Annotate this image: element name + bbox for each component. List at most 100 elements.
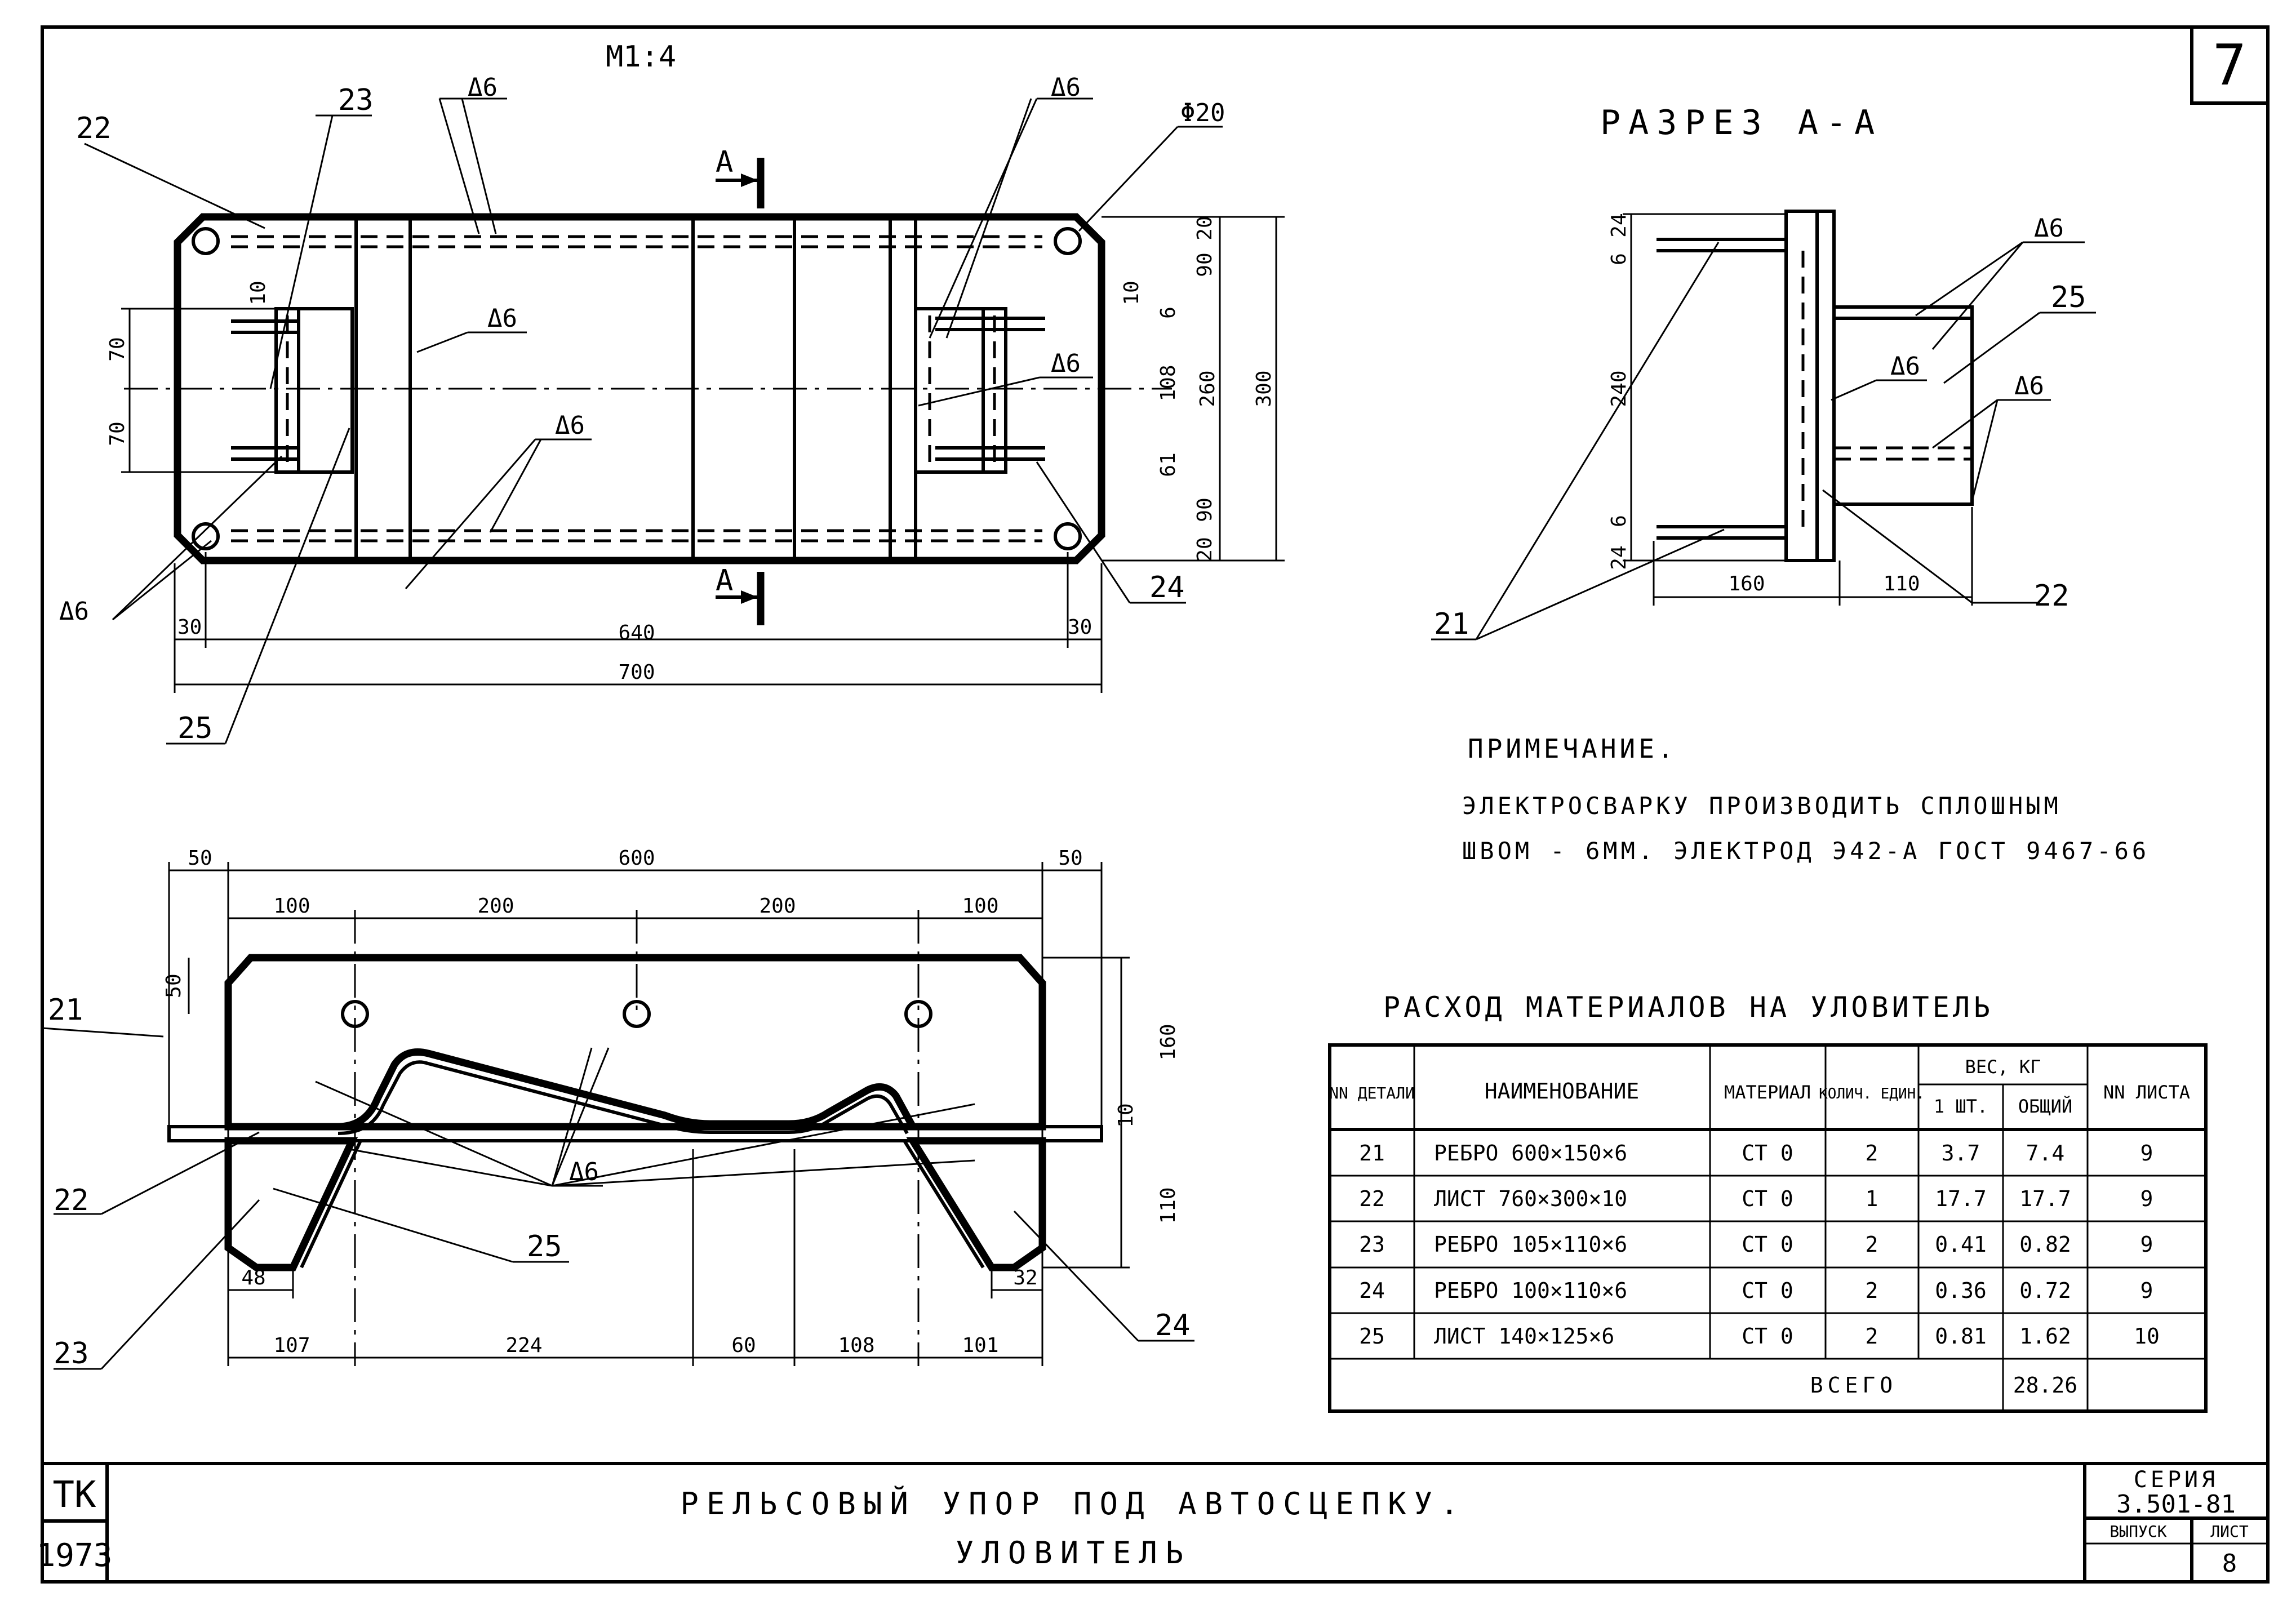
dim-200: 200 xyxy=(477,895,514,918)
col-header-nn: NN ДЕТАЛИ xyxy=(1329,1084,1415,1102)
elevation-view: 50 600 50 100 200 200 100 48 32 xyxy=(42,847,1194,1371)
part-label-23: 23 xyxy=(338,83,374,117)
table-row: 21 РЕБРО 600×150×6 СТ 0 2 3.7 7.4 9 xyxy=(1359,1141,2153,1166)
dim-48: 48 xyxy=(241,1266,265,1289)
dim-50: 50 xyxy=(188,847,212,870)
section-a-a: РАЗРЕЗ А-А 24 6 240 6 24 160 110 21 2 xyxy=(1431,103,2096,641)
dim-200: 200 xyxy=(759,895,796,918)
part-label-25: 25 xyxy=(2051,281,2086,314)
table-row: 22 ЛИСТ 760×300×10 СТ 0 1 17.7 17.7 9 xyxy=(1359,1186,2153,1211)
dim-6: 6 xyxy=(1157,306,1180,319)
cell-qty: 2 xyxy=(1866,1141,1878,1166)
dim-224: 224 xyxy=(505,1334,542,1357)
cell-name: РЕБРО 105×110×6 xyxy=(1434,1232,1627,1257)
note-block: ПРИМЕЧАНИЕ. ЭЛЕКТРОСВАРКУ ПРОИЗВОДИТЬ СП… xyxy=(1462,733,2150,865)
cell-w1: 3.7 xyxy=(1942,1141,1980,1166)
title-line-2: УЛОВИТЕЛЬ xyxy=(956,1535,1192,1571)
cell-sheet: 9 xyxy=(2140,1232,2153,1257)
dim-24: 24 xyxy=(1607,545,1631,570)
cell-name: РЕБРО 600×150×6 xyxy=(1434,1141,1627,1166)
weld-label: Δ6 xyxy=(487,304,517,333)
series-label: СЕРИЯ xyxy=(2134,1467,2218,1493)
title-code: ТК xyxy=(52,1474,96,1516)
total-label: ВСЕГО xyxy=(1810,1373,1897,1398)
dim-700: 700 xyxy=(618,661,655,684)
dim-90: 90 xyxy=(1193,497,1216,522)
table-row: 25 ЛИСТ 140×125×6 СТ 0 2 0.81 1.62 10 xyxy=(1359,1324,2160,1349)
part-label-23: 23 xyxy=(54,1337,89,1371)
col-header-w1: 1 ШТ. xyxy=(1934,1096,1988,1117)
dim-90: 90 xyxy=(1193,252,1216,277)
hole-mark xyxy=(192,522,220,550)
issue-label: ВЫПУСК xyxy=(2110,1522,2166,1541)
dim-260: 260 xyxy=(1196,370,1219,407)
dim-70: 70 xyxy=(106,421,129,446)
table-row: 23 РЕБРО 105×110×6 СТ 0 2 0.41 0.82 9 xyxy=(1359,1232,2153,1257)
cell-name: ЛИСТ 140×125×6 xyxy=(1434,1324,1614,1349)
col-header-name: НАИМЕНОВАНИЕ xyxy=(1485,1079,1640,1104)
cell-qty: 2 xyxy=(1866,1278,1878,1303)
note-line-2: ШВОМ - 6ММ. ЭЛЕКТРОД Э42-А ГОСТ 9467-66 xyxy=(1462,837,2150,865)
table-row: 24 РЕБРО 100×110×6 СТ 0 2 0.36 0.72 9 xyxy=(1359,1278,2153,1303)
dim-6: 6 xyxy=(1607,253,1631,265)
dim-160: 160 xyxy=(1728,572,1765,595)
dim-107: 107 xyxy=(273,1334,310,1357)
dim-20: 20 xyxy=(1193,216,1216,240)
part-label-24: 24 xyxy=(1149,571,1185,604)
dim-70: 70 xyxy=(106,337,129,361)
cell-w1: 17.7 xyxy=(1935,1186,1987,1211)
dim-10: 10 xyxy=(247,281,270,305)
dim-6: 6 xyxy=(1607,515,1631,527)
cell-sheet: 9 xyxy=(2140,1278,2153,1303)
dim-101: 101 xyxy=(962,1334,998,1357)
cell-qty: 1 xyxy=(1866,1186,1878,1211)
weld-label: Δ6 xyxy=(2014,372,2044,401)
cell-nn: 22 xyxy=(1359,1186,1385,1211)
cell-w1: 0.36 xyxy=(1935,1278,1987,1303)
cell-sheet: 9 xyxy=(2140,1186,2153,1211)
cell-material: СТ 0 xyxy=(1742,1278,1793,1303)
weld-label: Δ6 xyxy=(1051,73,1081,102)
cell-material: СТ 0 xyxy=(1742,1324,1793,1349)
weld-label: Δ6 xyxy=(555,411,585,440)
cell-qty: 2 xyxy=(1866,1232,1878,1257)
cell-material: СТ 0 xyxy=(1742,1232,1793,1257)
cell-wt: 0.72 xyxy=(2019,1278,2071,1303)
hole-mark xyxy=(1054,522,1082,550)
dim-20: 20 xyxy=(1193,537,1216,561)
dim-600: 600 xyxy=(618,847,655,870)
section-title: РАЗРЕЗ А-А xyxy=(1600,103,1882,143)
cell-w1: 0.41 xyxy=(1935,1232,1987,1257)
cell-material: СТ 0 xyxy=(1742,1141,1793,1166)
dim-50: 50 xyxy=(162,973,185,998)
dim-108: 108 xyxy=(838,1334,874,1357)
dim-30: 30 xyxy=(177,616,202,639)
dim-24: 24 xyxy=(1607,213,1631,237)
part-label-25: 25 xyxy=(527,1230,562,1264)
series-value: 3.501-81 xyxy=(2116,1490,2236,1519)
cell-nn: 21 xyxy=(1359,1141,1385,1166)
cell-name: ЛИСТ 760×300×10 xyxy=(1434,1186,1627,1211)
cell-wt: 7.4 xyxy=(2026,1141,2065,1166)
hole-mark xyxy=(192,227,220,255)
hole-mark xyxy=(904,1000,932,1028)
dim-60: 60 xyxy=(731,1334,756,1357)
sheet-number-box: 7 xyxy=(2190,25,2270,105)
dim-110: 110 xyxy=(1157,1187,1180,1224)
dim-10: 10 xyxy=(1114,1103,1138,1127)
dim-110: 110 xyxy=(1883,572,1920,595)
cell-nn: 25 xyxy=(1359,1324,1385,1349)
dim-10: 10 xyxy=(1120,281,1143,305)
note-title: ПРИМЕЧАНИЕ. xyxy=(1468,733,1677,764)
dim-32: 32 xyxy=(1013,1266,1037,1289)
dim-240: 240 xyxy=(1607,370,1631,407)
cell-sheet: 10 xyxy=(2134,1324,2160,1349)
col-header-weight: ВЕС, КГ xyxy=(1965,1056,2041,1078)
dim-300: 300 xyxy=(1253,370,1276,407)
part-label-22: 22 xyxy=(2034,579,2069,613)
dim-100: 100 xyxy=(962,895,998,918)
dim-160: 160 xyxy=(1157,1024,1180,1060)
sheet-value: 8 xyxy=(2222,1549,2237,1578)
part-label-24: 24 xyxy=(1155,1309,1191,1342)
note-line-1: ЭЛЕКТРОСВАРКУ ПРОИЗВОДИТЬ СПЛОШНЫМ xyxy=(1462,792,2062,820)
